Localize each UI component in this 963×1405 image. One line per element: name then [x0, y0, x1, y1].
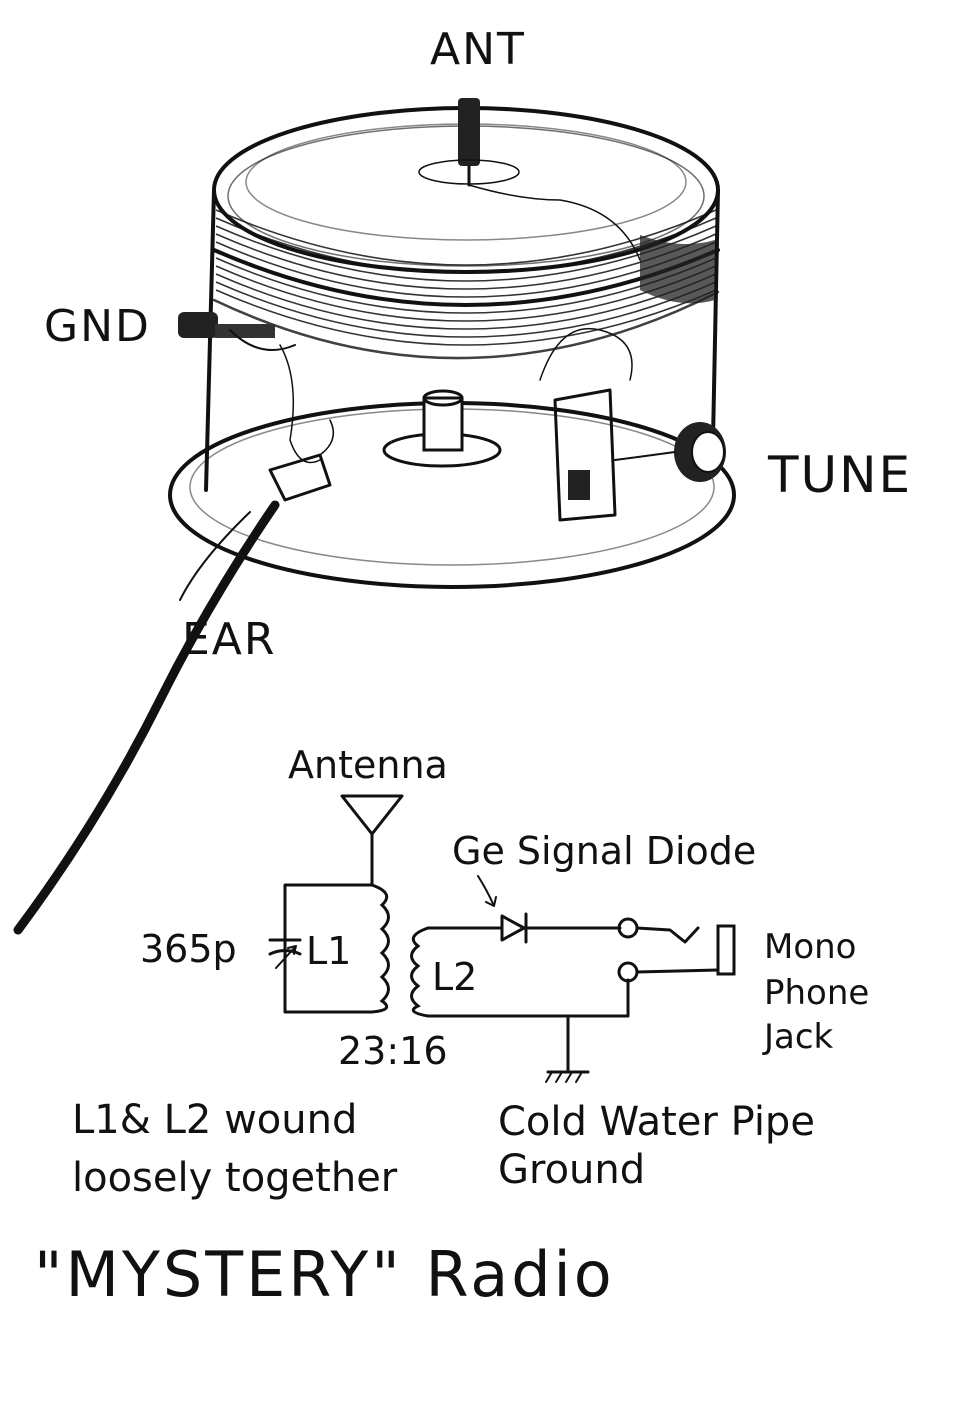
gnd-label: GND: [44, 301, 151, 352]
l1-tank-wiring: [283, 883, 374, 1014]
note-line2: loosely together: [72, 1155, 398, 1201]
antenna-label: Antenna: [288, 743, 448, 787]
l1-label: L1: [306, 929, 352, 973]
ground-label-line2: Ground: [498, 1147, 646, 1193]
jack-label-line3: Jack: [764, 1017, 834, 1057]
page-title: "MYSTERY" Radio: [34, 1238, 615, 1311]
ground-label-line1: Cold Water Pipe: [498, 1099, 815, 1145]
center-post: [382, 389, 502, 468]
diode-label: Ge Signal Diode: [452, 829, 757, 873]
note-line1: L1& L2 wound: [72, 1097, 358, 1143]
tuning-capacitor: [539, 327, 633, 522]
gnd-terminal: [178, 312, 321, 464]
ant-terminal: [418, 98, 641, 261]
capacitor-label: 365p: [140, 927, 237, 971]
ear-label: EAR: [182, 614, 277, 665]
turns-ratio-label: 23:16: [338, 1029, 448, 1073]
l2-coil-symbol: [410, 926, 429, 1018]
jack-label-line1: Mono: [764, 927, 857, 967]
secondary-wiring: [426, 926, 630, 1018]
tune-knob: [614, 422, 726, 482]
antenna-symbol: [340, 794, 404, 887]
l2-label: L2: [432, 955, 478, 999]
jack-label-line2: Phone: [764, 973, 870, 1013]
tune-label: TUNE: [768, 446, 913, 504]
ground-symbol: [545, 1014, 590, 1083]
diode-symbol: [477, 875, 528, 944]
coil-form: [204, 106, 720, 492]
ant-label: ANT: [430, 24, 526, 75]
ear-jack-cable: [13, 419, 335, 935]
phone-jack-symbol: [617, 917, 736, 983]
l1-coil-symbol: [371, 883, 390, 1014]
variable-capacitor-symbol: [268, 938, 302, 969]
